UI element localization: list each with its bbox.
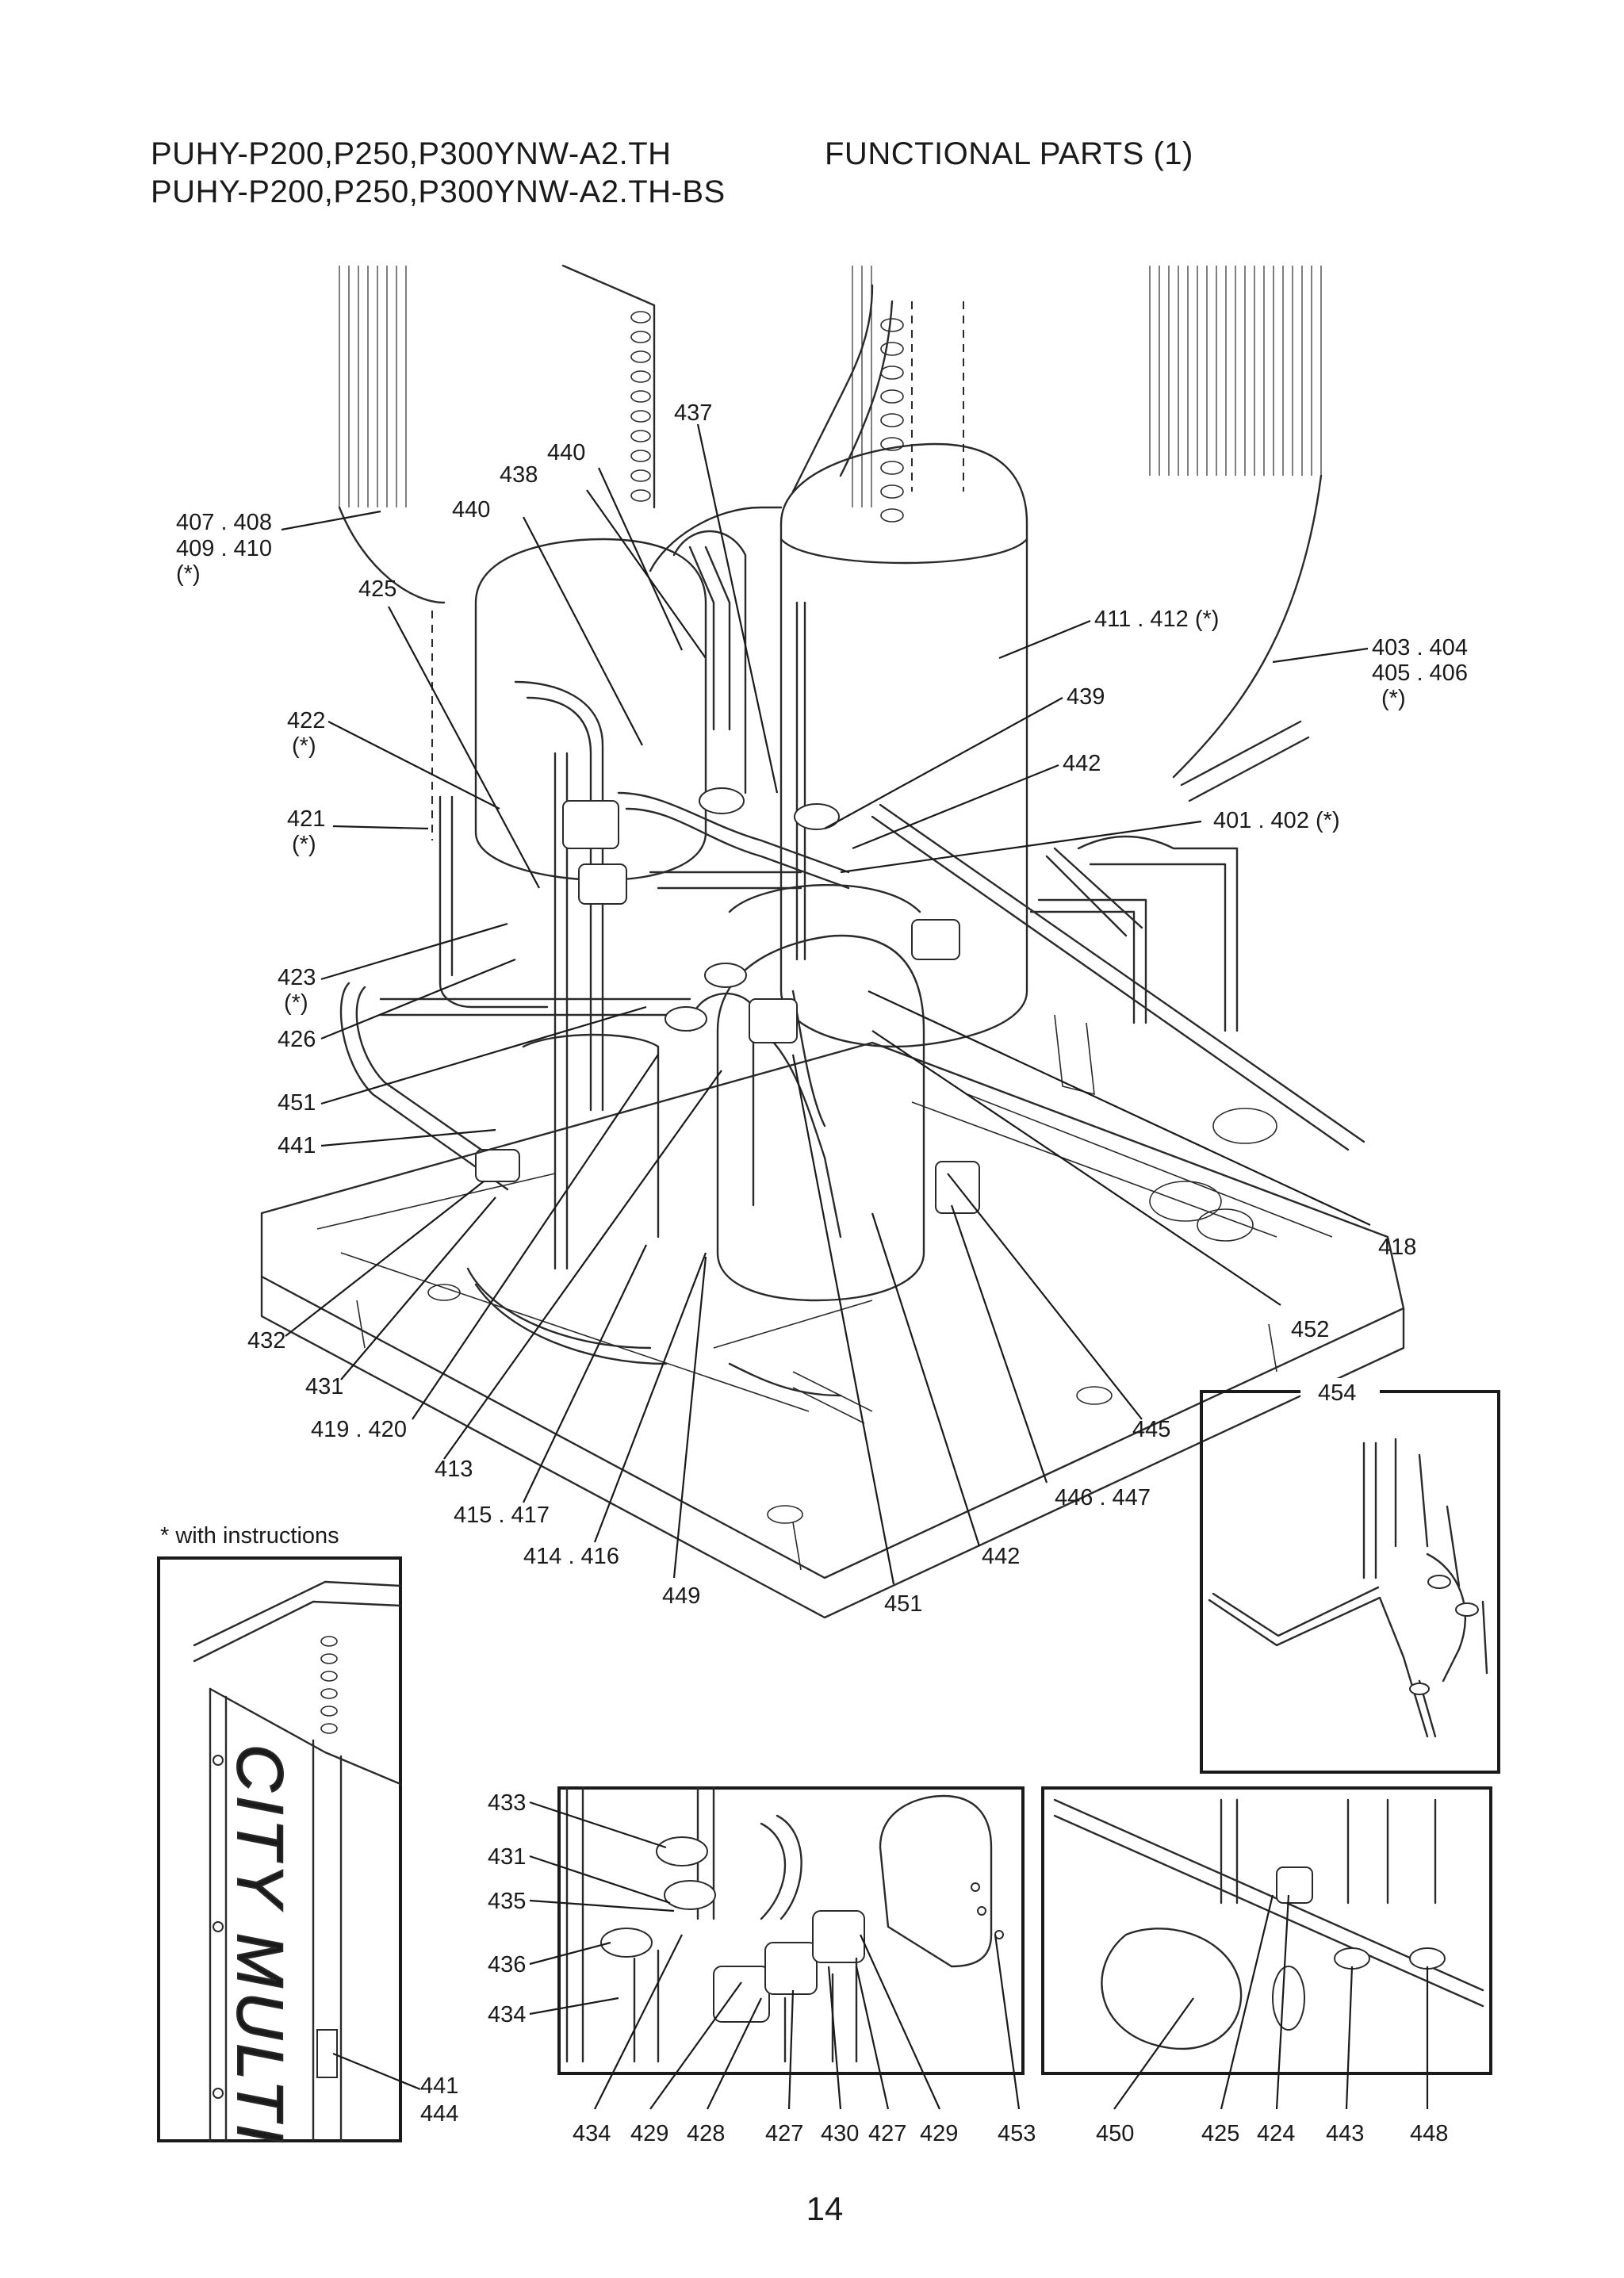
callout-405-406: 405 . 406 xyxy=(1372,660,1468,686)
model-line-1: PUHY-P200,P250,P300YNW-A2.TH xyxy=(151,136,672,171)
callout-438: 438 xyxy=(500,462,538,488)
heat-exchanger-fins-icon xyxy=(852,266,1323,802)
callout-414-416: 414 . 416 xyxy=(523,1544,619,1569)
callout-441-a: 441 xyxy=(278,1133,316,1158)
callout-453: 453 xyxy=(998,2121,1036,2146)
callout-411-412: 411 . 412 (*) xyxy=(1094,607,1219,632)
callout-431-a: 431 xyxy=(305,1374,343,1399)
callout-442-b: 442 xyxy=(982,1544,1020,1569)
callout-403-star: (*) xyxy=(1381,686,1406,711)
callout-427-a: 427 xyxy=(765,2121,803,2146)
callout-426: 426 xyxy=(278,1027,316,1052)
callout-450: 450 xyxy=(1096,2121,1134,2146)
callout-422: 422 xyxy=(287,708,325,733)
callout-428: 428 xyxy=(687,2121,725,2146)
model-line-2: PUHY-P200,P250,P300YNW-A2.TH-BS xyxy=(151,174,726,209)
callout-439: 439 xyxy=(1067,684,1105,710)
section-title: FUNCTIONAL PARTS (1) xyxy=(825,136,1193,171)
callout-430: 430 xyxy=(821,2121,859,2146)
inset-side-panel: CITY MULTI 441 444 xyxy=(157,1556,458,2148)
callout-labels: 437 440 438 440 407 . 408 409 . 410 (*) … xyxy=(176,400,1468,1617)
solenoid-valve-icon xyxy=(475,787,980,1214)
footnote: * with instructions xyxy=(160,1523,339,1549)
callout-422-star: (*) xyxy=(292,733,316,759)
callout-440-a: 440 xyxy=(547,440,585,465)
callout-437: 437 xyxy=(674,400,712,426)
callout-451-b: 451 xyxy=(884,1591,922,1617)
callout-429-b: 429 xyxy=(920,2121,958,2146)
base-plate-icon xyxy=(260,1014,1405,1619)
callout-451-a: 451 xyxy=(278,1090,316,1116)
callout-423: 423 xyxy=(278,965,316,990)
compressor-icon xyxy=(716,883,925,1302)
main-assembly-drawing xyxy=(260,264,1405,1619)
callout-432: 432 xyxy=(247,1328,285,1353)
callout-407-408: 407 . 408 xyxy=(176,510,272,535)
page-number: 14 xyxy=(806,2190,844,2227)
heat-exchanger-fins-icon xyxy=(338,264,656,604)
callout-443: 443 xyxy=(1326,2121,1364,2146)
refrigerant-piping xyxy=(339,284,1365,1397)
callout-423-star: (*) xyxy=(284,990,308,1016)
callout-454: 454 xyxy=(1318,1380,1356,1406)
callout-431-b: 431 xyxy=(488,1844,526,1870)
callout-407-star: (*) xyxy=(176,561,201,587)
callout-425: 425 xyxy=(358,576,396,602)
callout-436: 436 xyxy=(488,1952,526,1977)
callout-434-b: 434 xyxy=(573,2121,611,2146)
callout-409-410: 409 . 410 xyxy=(176,536,272,561)
accumulator-icon xyxy=(431,538,707,882)
callout-435: 435 xyxy=(488,1889,526,1914)
callout-415-417: 415 . 417 xyxy=(454,1503,550,1528)
callout-449: 449 xyxy=(662,1583,700,1609)
callout-427-b: 427 xyxy=(868,2121,906,2146)
inset-bottom-right: 450 425 424 443 448 xyxy=(1041,1786,1492,2146)
callout-leaders xyxy=(281,423,1371,1585)
callout-419-420: 419 . 420 xyxy=(311,1417,407,1442)
callout-444: 444 xyxy=(420,2101,458,2127)
compressor-icon xyxy=(779,442,1028,1048)
callout-433: 433 xyxy=(488,1790,526,1816)
callout-445: 445 xyxy=(1132,1417,1170,1442)
solenoid-valve-icon xyxy=(1272,1866,1446,2031)
callout-424: 424 xyxy=(1257,2121,1295,2146)
inset-bottom-center: 433 431 435 436 434 434 429 428 427 430 … xyxy=(488,1786,1036,2146)
callout-442-a: 442 xyxy=(1063,751,1101,776)
city-multi-panel-text: CITY MULTI xyxy=(224,1744,296,2147)
callout-429-a: 429 xyxy=(630,2121,668,2146)
callout-401-402: 401 . 402 (*) xyxy=(1213,808,1340,833)
inset-454: 454 xyxy=(1200,1378,1500,1774)
callout-421: 421 xyxy=(287,806,325,832)
callout-434-a: 434 xyxy=(488,2002,526,2027)
callout-418: 418 xyxy=(1378,1235,1416,1260)
callout-425-b: 425 xyxy=(1201,2121,1239,2146)
callout-446-447: 446 . 447 xyxy=(1055,1485,1151,1510)
callout-452: 452 xyxy=(1291,1317,1329,1342)
callout-403-404: 403 . 404 xyxy=(1372,635,1468,660)
callout-448: 448 xyxy=(1410,2121,1448,2146)
callout-440-b: 440 xyxy=(452,497,490,523)
solenoid-valve-icon xyxy=(600,1836,865,2023)
callout-441-b: 441 xyxy=(420,2073,458,2099)
callout-413: 413 xyxy=(435,1457,473,1482)
callout-421-star: (*) xyxy=(292,832,316,857)
